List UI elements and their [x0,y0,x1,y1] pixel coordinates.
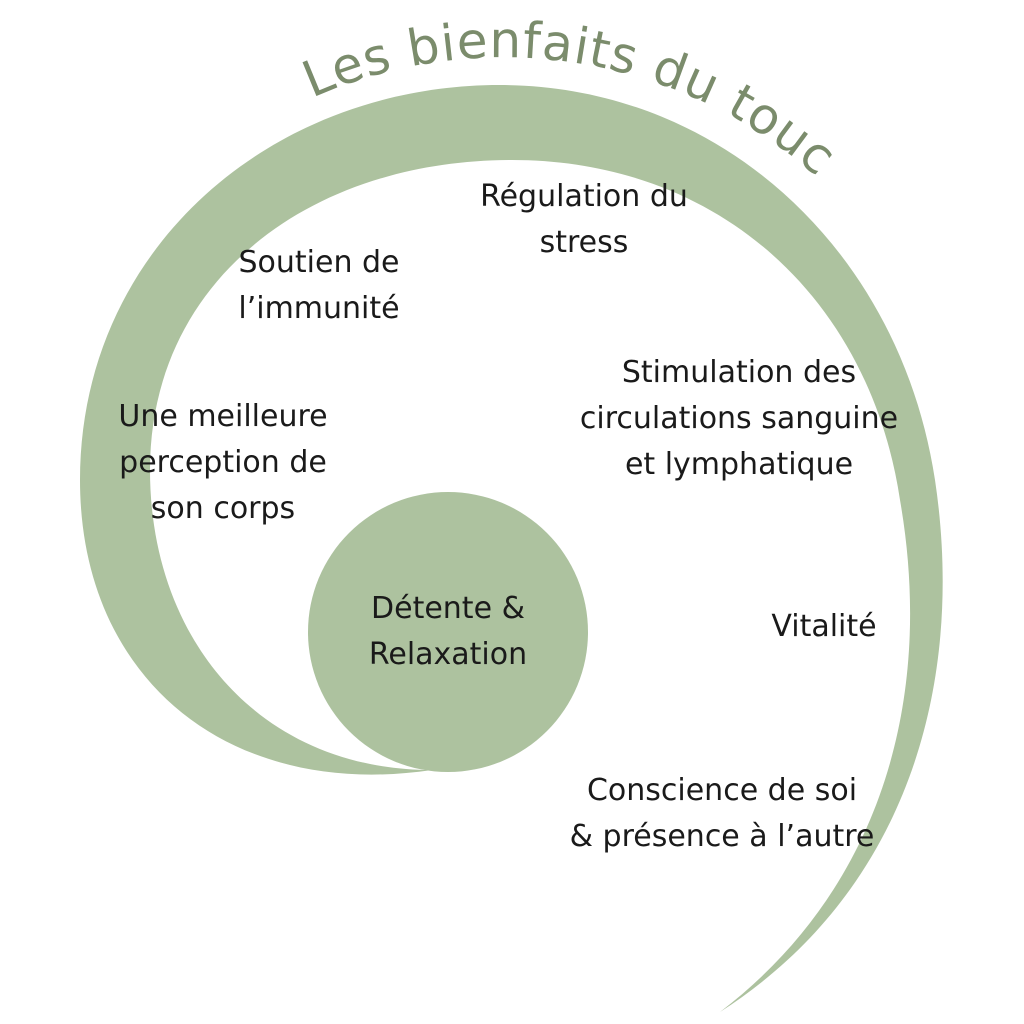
center-label-line-1: Détente & [371,591,525,626]
soutien-line-1: Soutien de [238,245,400,280]
conscience-line-2: & présence à l’autre [569,819,875,854]
label-soutien-immunite: Soutien de l’immunité [214,240,424,332]
vitalite-line-1: Vitalité [771,609,877,644]
label-stimulation-circulations: Stimulation des circulations sanguine et… [566,350,912,488]
perception-line-3: son corps [150,491,296,526]
label-vitalite: Vitalité [754,604,894,650]
perception-line-1: Une meilleure [118,399,328,434]
label-regulation-stress: Régulation du stress [464,174,704,266]
label-perception-corps: Une meilleure perception de son corps [98,394,348,532]
center-circle [308,492,588,772]
stimulation-line-2: circulations sanguine [579,401,899,436]
regulation-line-1: Régulation du [480,179,688,214]
soutien-line-2: l’immunité [238,291,400,326]
center-label: Détente & Relaxation [308,586,588,678]
conscience-line-1: Conscience de soi [586,773,858,808]
stimulation-line-1: Stimulation des [621,355,857,390]
center-label-line-2: Relaxation [368,637,528,672]
regulation-line-2: stress [539,225,629,260]
label-conscience-presence: Conscience de soi & présence à l’autre [552,768,892,860]
stimulation-line-3: et lymphatique [624,447,854,482]
perception-line-2: perception de [119,445,327,480]
